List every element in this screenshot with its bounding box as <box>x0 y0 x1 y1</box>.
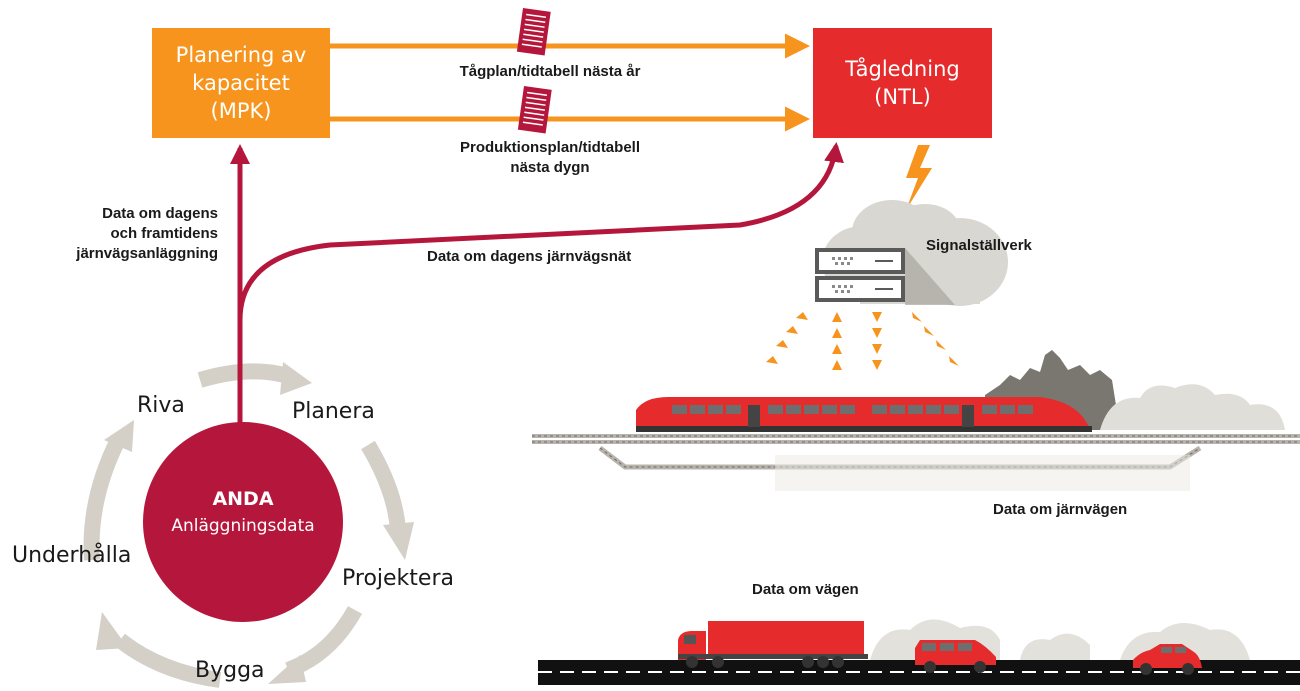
car-icon <box>1133 644 1202 675</box>
phase-underhalla: Underhålla <box>12 543 132 568</box>
anda-circle <box>143 422 343 622</box>
lifecycle-arrowheads <box>96 362 414 684</box>
signal-arrows <box>766 312 959 370</box>
server-icon <box>815 248 955 305</box>
label-signal: Signalställverk <box>926 237 1032 254</box>
truck-icon <box>678 621 868 668</box>
label-road: Data om vägen <box>752 581 859 598</box>
phase-planera: Planera <box>292 399 375 424</box>
label-future-infra: Data om dagens och framtidens järnvägsan… <box>76 205 218 262</box>
phase-riva: Riva <box>137 393 185 418</box>
phase-bygga: Bygga <box>195 658 265 683</box>
document-icon <box>516 8 551 56</box>
mpk-label: Planering av kapacitet (MPK) <box>175 43 307 123</box>
phase-projektera: Projektera <box>342 566 454 591</box>
lightning-icon <box>906 145 932 210</box>
label-current-network: Data om dagens järnvägsnät <box>427 248 632 265</box>
label-railway: Data om järnvägen <box>993 501 1128 518</box>
ntl-label: Tågledning (NTL) <box>845 57 960 109</box>
train-icon <box>636 397 1092 432</box>
mpk-box <box>152 28 330 138</box>
railway-tracks <box>532 434 1300 491</box>
anda-subtitle: Anläggningsdata <box>171 516 315 536</box>
anda-title: ANDA <box>212 488 274 510</box>
ntl-box <box>813 28 992 138</box>
label-plan-next-year: Tågplan/tidtabell nästa år <box>459 63 641 80</box>
label-plan-next-day: Produktionsplan/tidtabell nästa dygn <box>459 139 640 176</box>
van-icon <box>915 640 996 673</box>
lifecycle-arrows <box>83 363 406 688</box>
arrow-to-ntl <box>237 142 844 424</box>
document-icon <box>517 86 552 134</box>
